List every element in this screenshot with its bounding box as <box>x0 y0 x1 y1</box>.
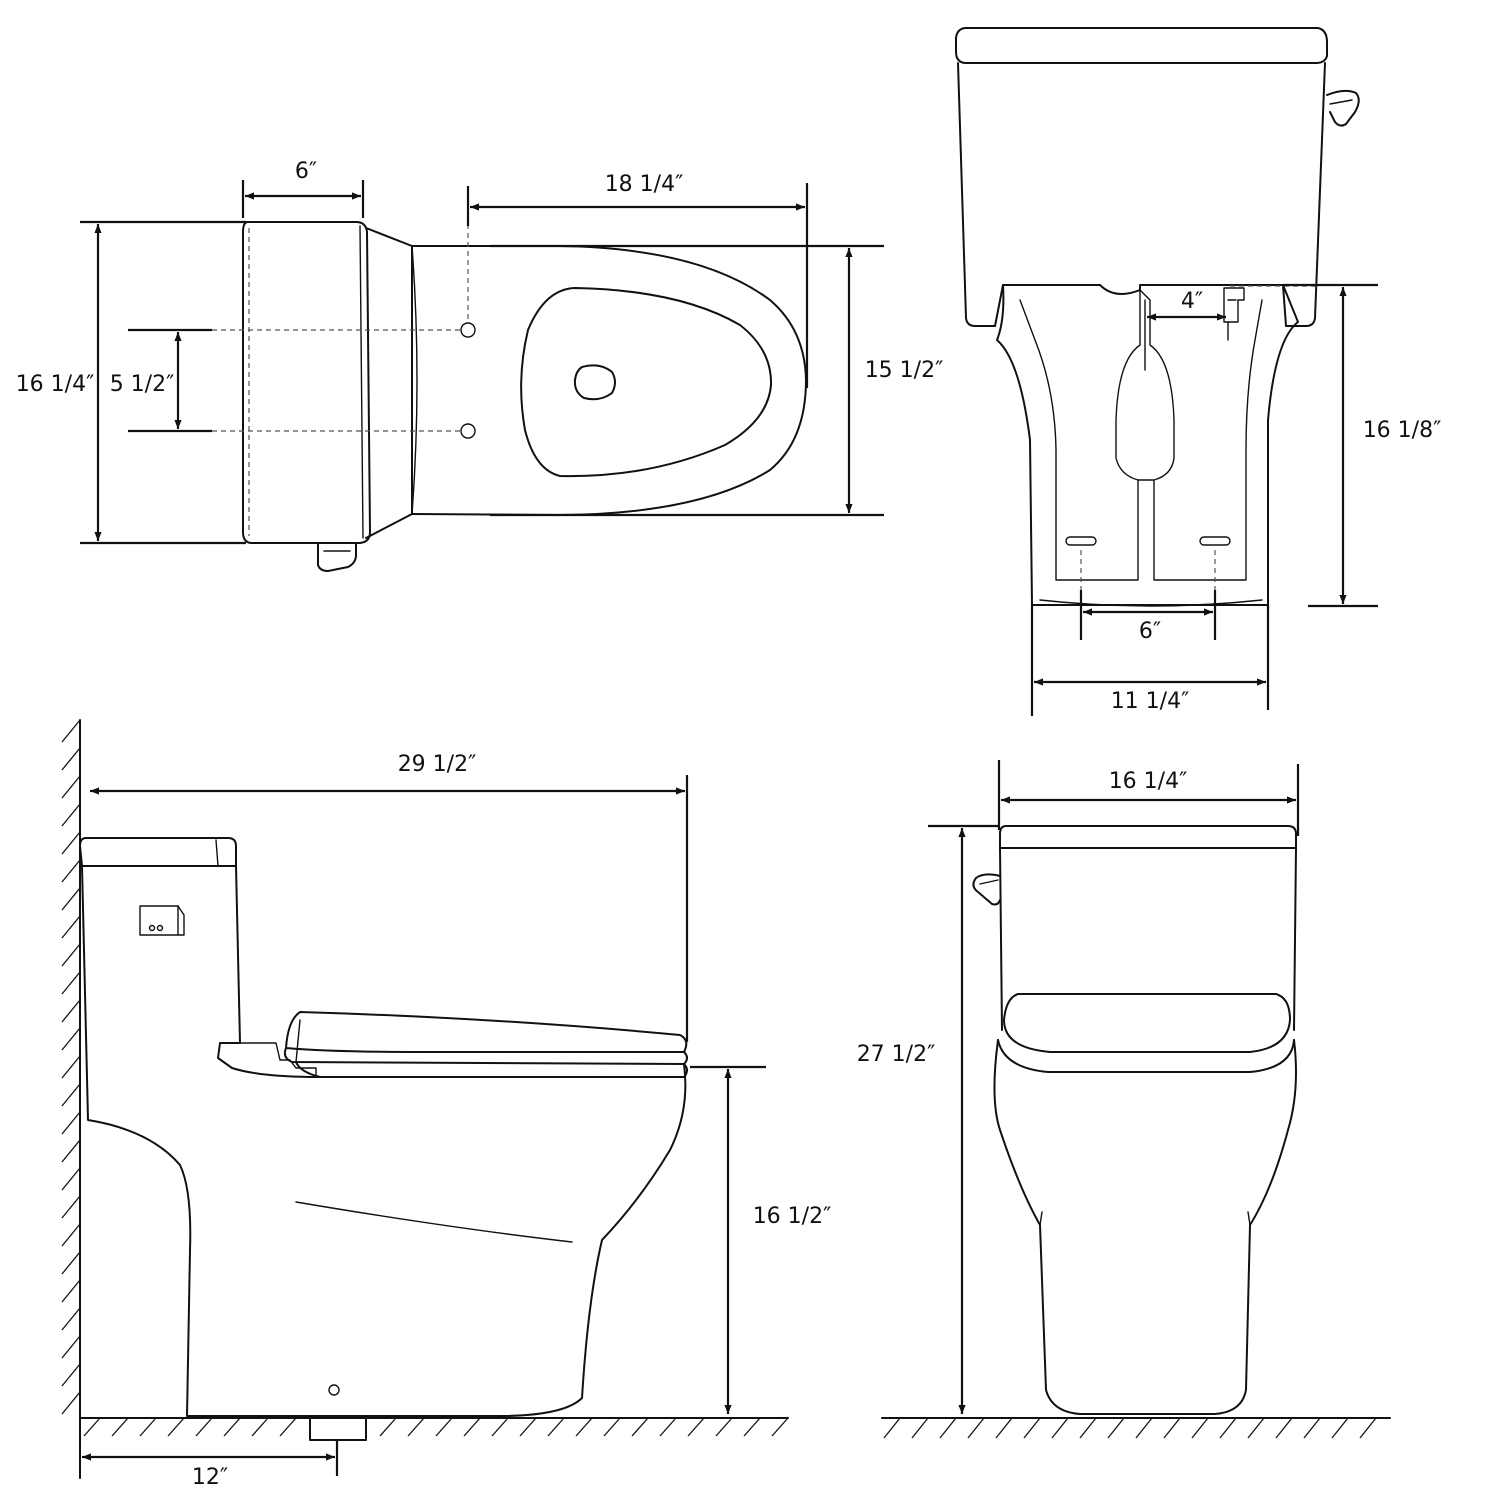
dim-label: 11 1/4″ <box>1111 689 1190 714</box>
bolt-cap-icon <box>328 1384 340 1396</box>
side-body <box>81 865 687 1417</box>
rear-tank-body <box>957 62 1004 327</box>
bolt-hole-icon <box>460 423 476 439</box>
front-view: 16 1/4″ 27 1/2″ <box>857 760 1391 1439</box>
floor-hatch <box>883 1417 1377 1439</box>
dim-label: 16 1/8″ <box>1363 418 1442 443</box>
floor-hatch <box>83 1417 789 1437</box>
front-tank-body <box>999 847 1297 1031</box>
front-bowl <box>993 1039 1297 1415</box>
dim-bowl-length: 18 1/4″ <box>466 172 809 388</box>
side-tank-lid <box>79 837 237 867</box>
dim-base-width: 11 1/4″ <box>1030 605 1270 716</box>
rear-tank-lid <box>955 27 1328 64</box>
dim-supply-offset: 4″ <box>1147 289 1226 321</box>
dim-label: 5 1/2″ <box>110 372 175 397</box>
flush-lever-icon <box>1326 89 1360 127</box>
dim-overall-length: 29 1/2″ <box>90 752 689 1042</box>
top-view-tank <box>242 221 371 572</box>
dim-label: 29 1/2″ <box>398 752 477 777</box>
dim-label: 12″ <box>192 1465 228 1490</box>
dim-label: 16 1/4″ <box>1109 769 1188 794</box>
dim-tank-width: 16 1/4″ <box>997 760 1300 836</box>
dim-overall-width: 16 1/4″ <box>16 220 246 545</box>
dim-base-height: 16 1/8″ <box>1283 283 1442 608</box>
wall-hatch <box>61 719 81 1415</box>
bolt-slot-icon <box>1199 536 1231 546</box>
dim-rear-bolt-spacing: 6″ <box>1079 590 1217 644</box>
top-view-bowl <box>212 188 807 539</box>
top-view: 6″ 18 1/4″ 16 1/4″ 5 1/2″ 15 1/2 <box>16 159 944 572</box>
rear-base <box>996 284 1299 606</box>
dim-label: 27 1/2″ <box>857 1042 936 1067</box>
front-tank-lid <box>999 825 1297 849</box>
flush-button-icon <box>139 905 185 936</box>
bolt-slot-icon <box>1065 536 1097 546</box>
flush-lever-icon <box>972 873 1001 906</box>
dim-label: 4″ <box>1181 289 1203 314</box>
water-supply-icon <box>1223 287 1245 323</box>
dim-label: 15 1/2″ <box>865 358 944 383</box>
dim-label: 18 1/4″ <box>605 172 684 197</box>
seat-lid <box>285 1011 688 1053</box>
dim-seat-height: 16 1/2″ <box>690 1065 832 1414</box>
rear-view: 4″ 16 1/8″ 6″ 11 1/4″ <box>955 27 1442 716</box>
dim-bowl-width: 15 1/2″ <box>490 244 944 517</box>
dim-label: 6″ <box>1139 619 1161 644</box>
bolt-hole-icon <box>460 322 476 338</box>
dim-overall-height: 27 1/2″ <box>857 824 1000 1414</box>
dim-tank-depth: 6″ <box>241 159 365 218</box>
side-view: 29 1/2″ 16 1/2″ 12″ <box>61 719 832 1490</box>
dim-label: 16 1/2″ <box>753 1204 832 1229</box>
dim-bolt-spacing: 5 1/2″ <box>110 328 212 433</box>
dim-rough-in: 12″ <box>82 1440 339 1490</box>
dim-label: 16 1/4″ <box>16 372 95 397</box>
front-seat-lid <box>1003 993 1291 1053</box>
dim-label: 6″ <box>295 159 317 184</box>
